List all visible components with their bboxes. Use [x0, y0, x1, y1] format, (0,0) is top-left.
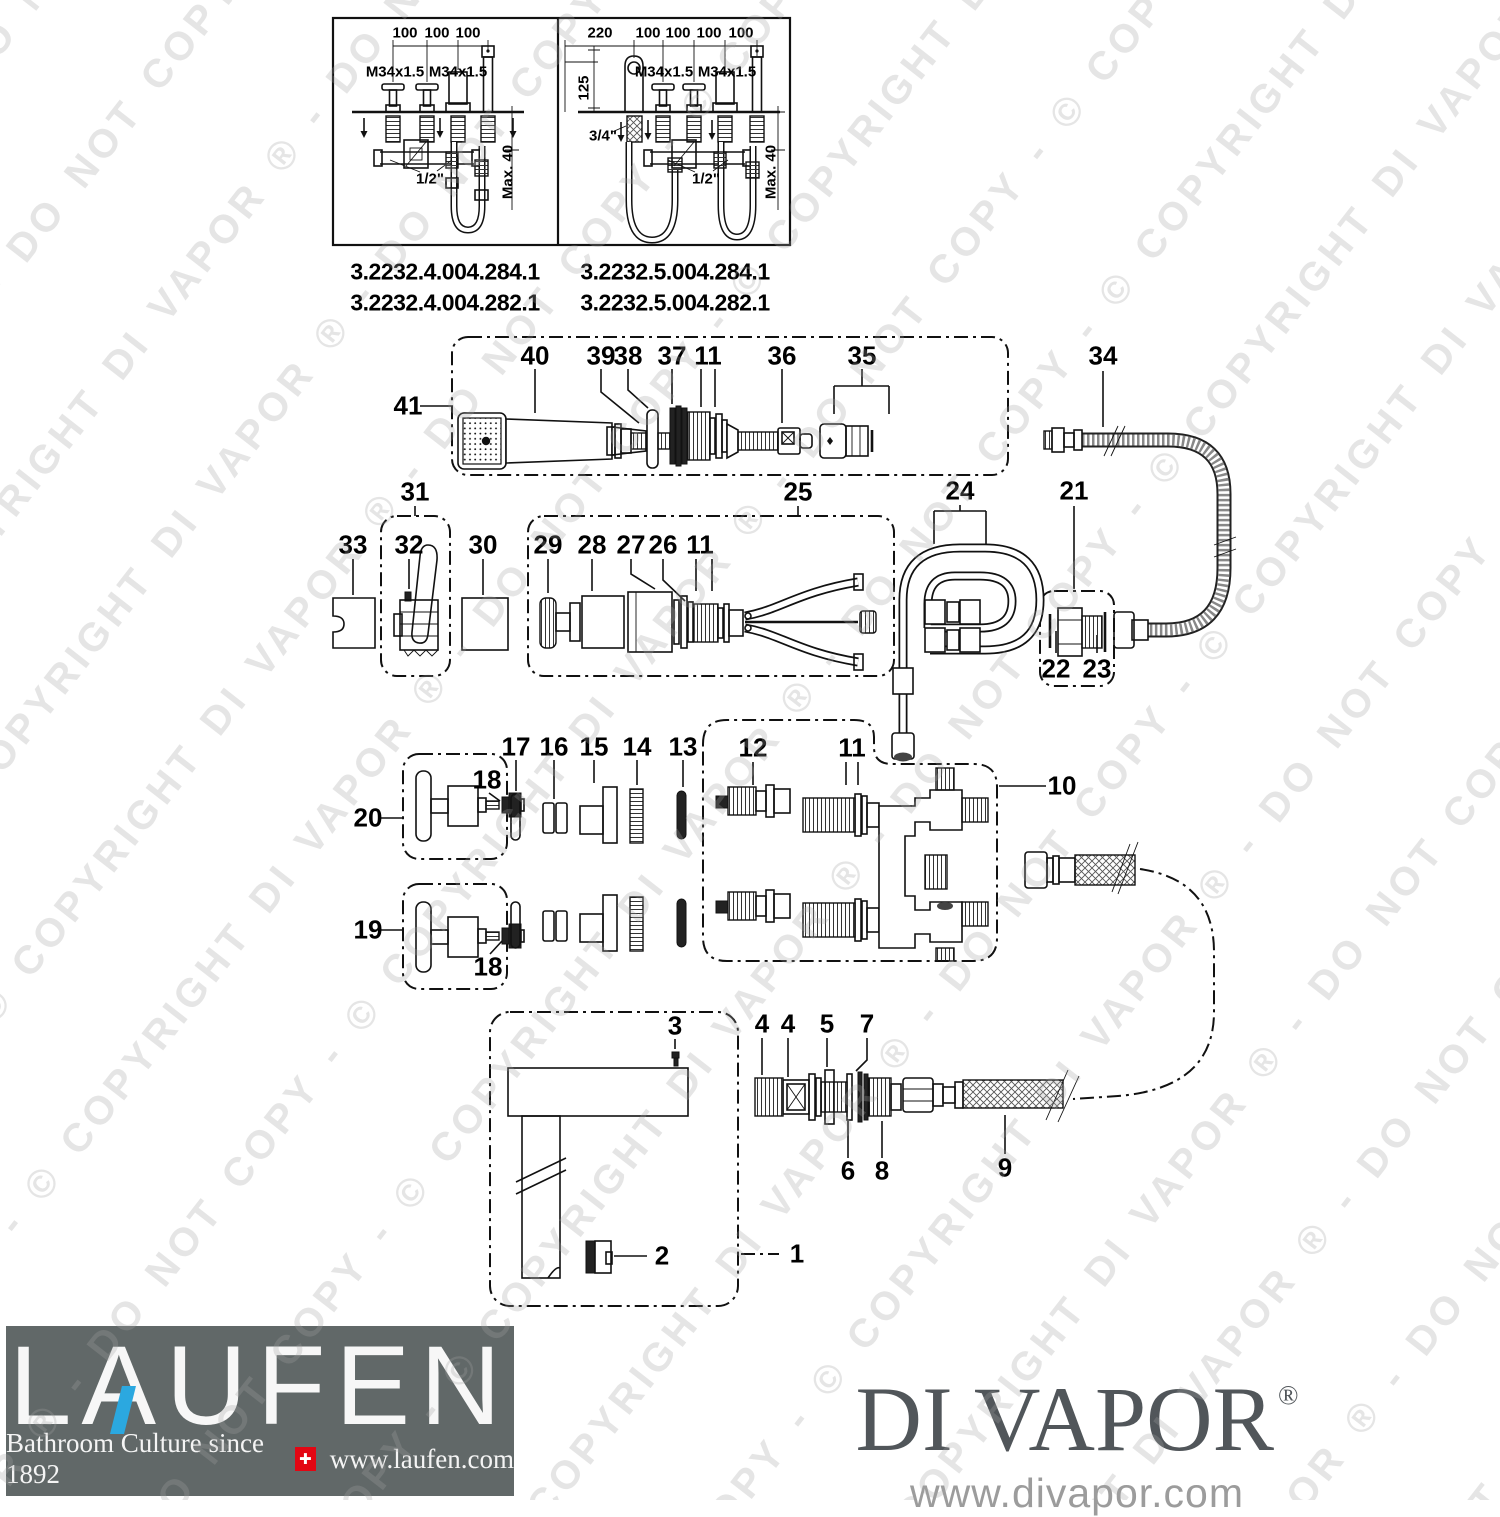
small-parts-row-top [510, 786, 687, 844]
group-10-valve-body [715, 767, 989, 962]
spec-drawing-left [352, 40, 524, 234]
part-33-bracket [332, 597, 376, 649]
product-code-1: 3.2232.4.004.284.1 [350, 258, 540, 285]
group-1-spout [507, 1051, 689, 1279]
product-code-4: 3.2232.5.004.282.1 [580, 289, 770, 316]
laufen-wordmark: LAUFEN [9, 1326, 511, 1448]
product-code-3: 3.2232.4.004.282.1 [350, 289, 540, 316]
leader-lines [352, 369, 1104, 1257]
group-21-fitting [1048, 607, 1107, 657]
group-41-handshower [457, 405, 874, 470]
spout-shank-assembly [754, 1069, 902, 1125]
callout-boxes [380, 336, 1115, 1307]
small-parts-row-bottom [510, 894, 687, 952]
group-24-hose-loops [891, 543, 1045, 762]
divapor-wordmark: DI VAPOR® [838, 1352, 1316, 1465]
laufen-website-link[interactable]: www.laufen.com [329, 1443, 514, 1474]
part-30-escutcheon [461, 597, 509, 651]
group-25-cartridge [539, 573, 877, 671]
hose-34 [1043, 425, 1237, 649]
divapor-website-link[interactable]: www.divapor.com [909, 1470, 1244, 1516]
laufen-logo-block: LAUFEN Bathroom Culture since 1892 ✚ www… [6, 1326, 514, 1496]
outlet-connector [1024, 841, 1215, 1100]
product-code-2: 3.2232.5.004.284.1 [580, 258, 770, 285]
divapor-wordmark-text: DI VAPOR [855, 1368, 1274, 1470]
group-31-lever-handle [393, 544, 439, 657]
spec-drawing-right [564, 40, 785, 244]
registered-mark-icon: ® [1277, 1380, 1299, 1410]
divapor-logo-block: DI VAPOR® www.divapor.com [838, 1352, 1316, 1517]
hose-9 [902, 1069, 1080, 1123]
laufen-tagline-text: Bathroom Culture since 1892 [6, 1428, 264, 1489]
spec-drawing-frame [331, 16, 792, 247]
swiss-cross-icon: ✚ [295, 1447, 316, 1471]
laufen-tagline-row: Bathroom Culture since 1892 ✚ www.laufen… [6, 1428, 514, 1490]
